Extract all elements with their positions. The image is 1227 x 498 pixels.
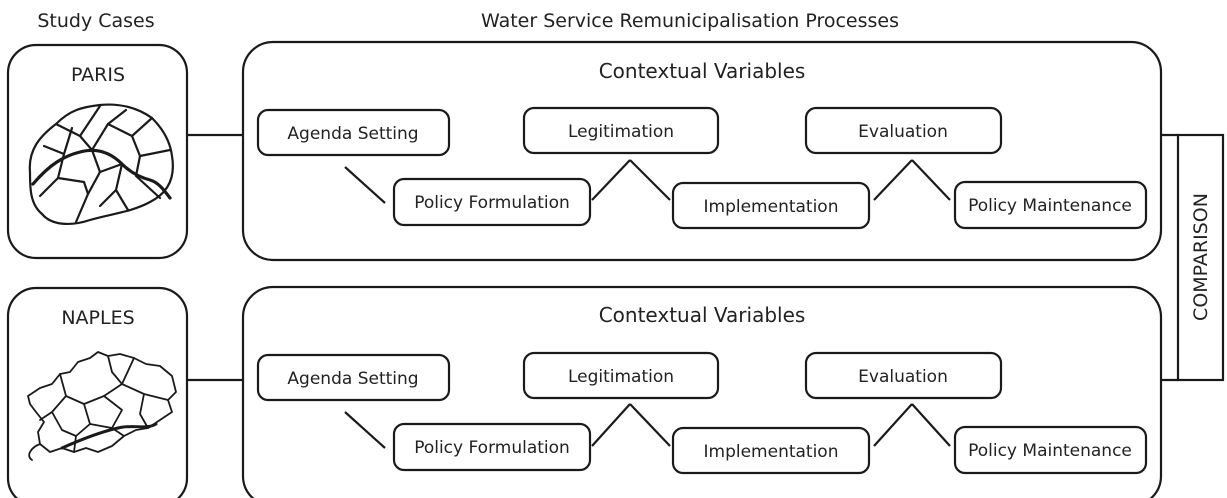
- paris-stage-implementation: [671, 181, 871, 230]
- study-cases-header: Study Cases: [37, 10, 154, 32]
- naples-stage-legitimation: [522, 351, 720, 400]
- naples-case-row: NAPLES Contextual Variables Agenda Setti…: [6, 285, 1163, 498]
- comparison-box: [1176, 133, 1225, 382]
- paris-stage-agenda-setting: [256, 108, 451, 157]
- stage-label: Policy Maintenance: [968, 441, 1132, 461]
- stage-label: Policy Formulation: [414, 193, 570, 213]
- processes-header: Water Service Remunicipalisation Process…: [481, 10, 899, 32]
- stage-label: Implementation: [704, 442, 839, 462]
- naples-panel-title: Contextual Variables: [599, 303, 806, 327]
- paris-stage-legitimation: [522, 106, 720, 155]
- paris-stage-evaluation: [804, 106, 1003, 155]
- stage-label: Agenda Setting: [287, 369, 418, 389]
- naples-stage-policy-maintenance: [953, 425, 1148, 475]
- stage-connector: [873, 159, 913, 201]
- comparison-label: COMPARISON: [1190, 193, 1212, 321]
- stage-connector: [911, 403, 951, 447]
- naples-stage-policy-formulation: [392, 422, 592, 472]
- stage-label: Evaluation: [858, 122, 948, 142]
- paris-panel-title: Contextual Variables: [599, 59, 806, 83]
- paris-map-icon: [28, 103, 174, 226]
- naples-stage-agenda-setting: [256, 353, 451, 402]
- paris-stage-policy-maintenance: [953, 180, 1148, 230]
- naples-stage-evaluation: [804, 351, 1003, 400]
- stage-label: Legitimation: [568, 367, 674, 387]
- stage-connector: [911, 159, 951, 201]
- naples-city-label: NAPLES: [61, 307, 134, 329]
- stage-label: Policy Formulation: [414, 438, 570, 458]
- stage-connector: [591, 403, 631, 447]
- comparison-group: COMPARISON: [1161, 133, 1225, 382]
- stage-connector: [591, 159, 631, 201]
- stage-connector: [873, 403, 913, 447]
- naples-stage-implementation: [671, 426, 871, 475]
- stage-label: Policy Maintenance: [968, 196, 1132, 216]
- stage-connector: [629, 159, 671, 201]
- stage-connector: [344, 411, 386, 449]
- paris-city-label: PARIS: [71, 64, 125, 86]
- stage-label: Legitimation: [568, 122, 674, 142]
- paris-stage-policy-formulation: [392, 177, 592, 227]
- stage-label: Evaluation: [858, 367, 948, 387]
- stage-connector: [344, 166, 386, 204]
- paris-case-row: PARIS Contextual Variables: [6, 40, 1163, 262]
- naples-case-box: [6, 286, 189, 498]
- stage-label: Agenda Setting: [287, 124, 418, 144]
- stage-connector: [629, 403, 671, 447]
- naples-map-icon: [27, 351, 177, 461]
- stage-label: Implementation: [704, 197, 839, 217]
